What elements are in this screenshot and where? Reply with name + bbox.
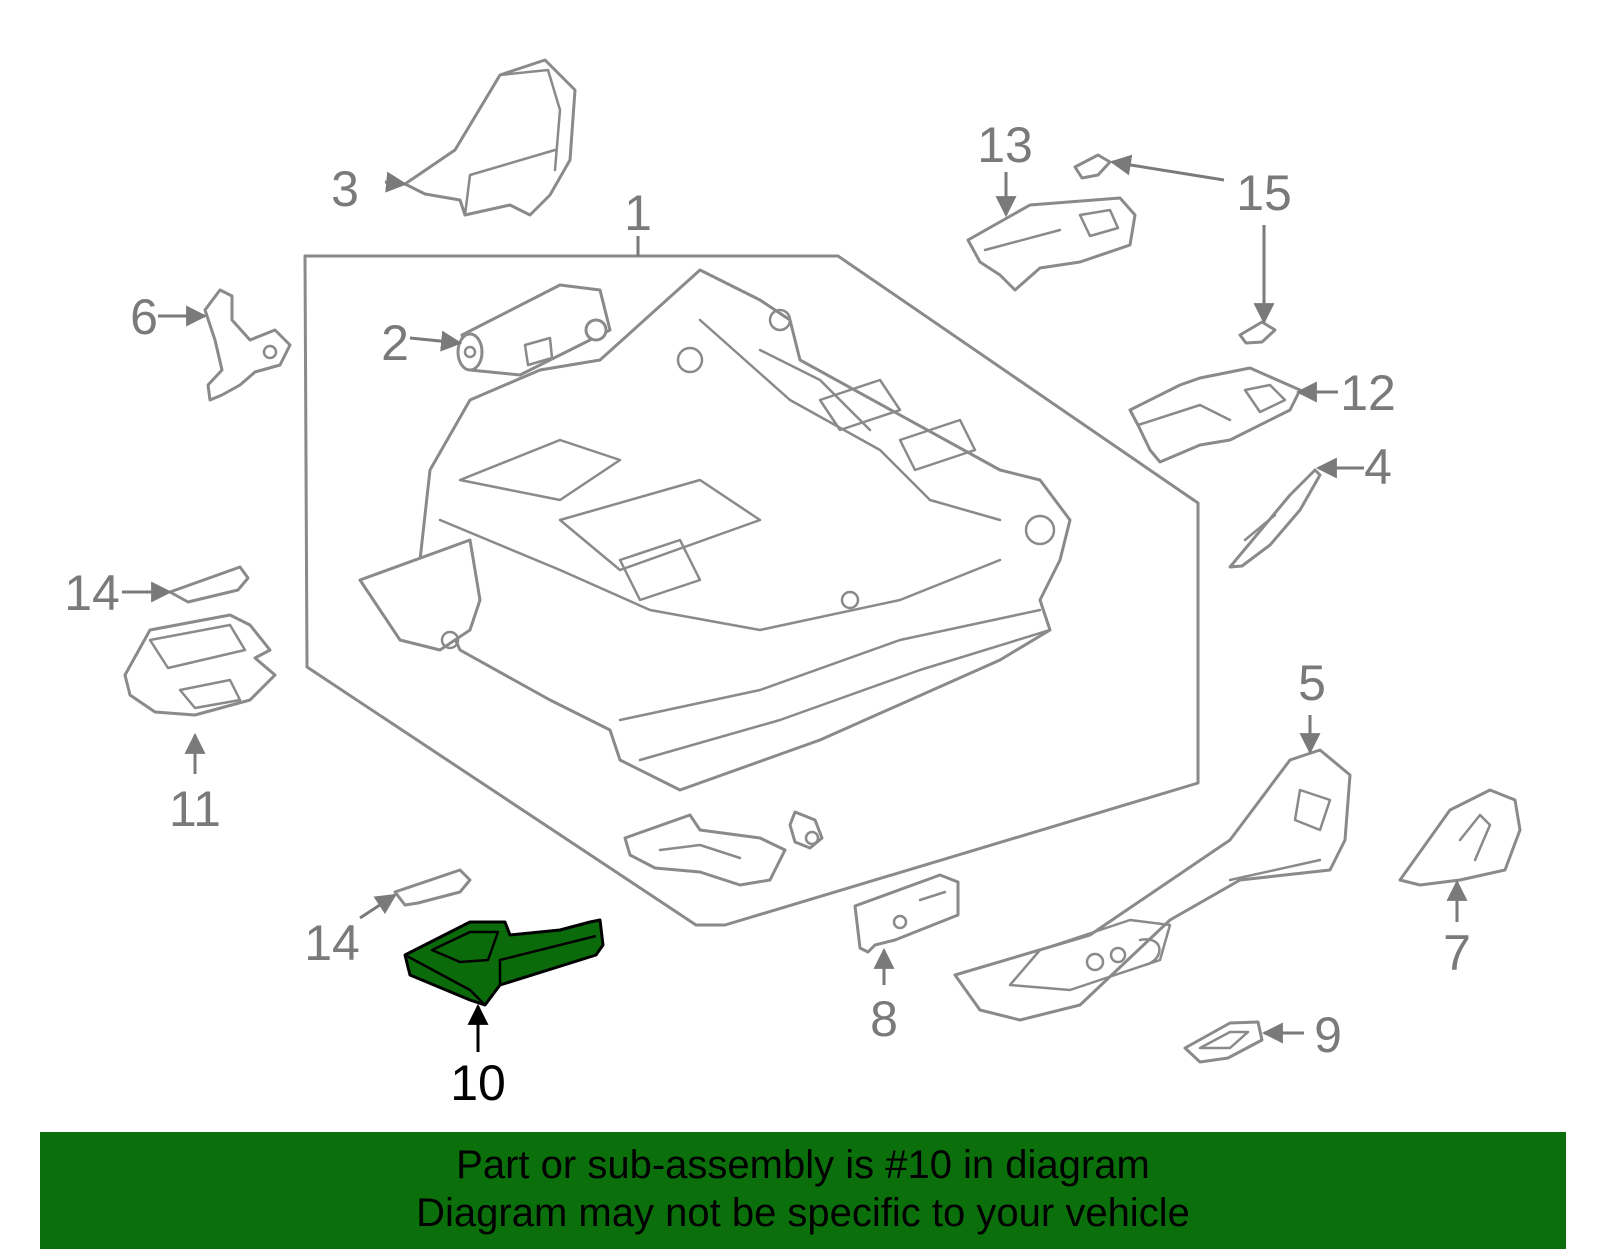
lower-bracket (623, 813, 787, 887)
callout-14-bottom: 14 (304, 915, 360, 971)
banner-line-2: Diagram may not be specific to your vehi… (416, 1191, 1190, 1235)
callout-6: 6 (130, 289, 158, 345)
cap-part-14-left (168, 565, 250, 604)
bracket-part-8 (853, 873, 960, 954)
callout-9: 9 (1314, 1007, 1342, 1063)
callout-11: 11 (169, 781, 221, 837)
bracket-part-4 (1228, 468, 1322, 569)
cover-part-7 (1398, 788, 1522, 887)
cap-part-14-bottom (393, 868, 472, 907)
highlighted-part-10[interactable] (403, 918, 605, 1007)
callout-13: 13 (977, 117, 1033, 173)
callout-5: 5 (1298, 655, 1326, 711)
callout-4: 4 (1364, 439, 1392, 495)
leader-lines (122, 154, 1468, 1052)
bolt (788, 810, 824, 850)
callout-3: 3 (331, 161, 359, 217)
info-banner: Part or sub-assembly is #10 in diagram D… (40, 1132, 1566, 1249)
clip-part-15-top (1073, 153, 1112, 180)
banner-line-1: Part or sub-assembly is #10 in diagram (456, 1143, 1150, 1187)
callout-2: 2 (381, 315, 409, 371)
housing-part-13 (966, 196, 1137, 292)
callout-12: 12 (1340, 365, 1396, 421)
housing-part-11 (123, 613, 277, 717)
trim-part-9 (1183, 1020, 1264, 1064)
motor-part-2 (456, 283, 612, 377)
callout-8: 8 (870, 991, 898, 1047)
hinge-part-6 (203, 288, 292, 402)
housing-part-12 (1128, 366, 1302, 464)
callout-7: 7 (1443, 925, 1471, 981)
callout-1: 1 (624, 185, 652, 241)
assembly-outline (303, 236, 1200, 927)
shield-part-5 (953, 748, 1352, 1022)
callout-15: 15 (1236, 165, 1292, 221)
seat-frame-part-1 (358, 268, 1072, 792)
clip-part-15-lower (1238, 320, 1277, 345)
callout-labels: 1 2 3 4 5 6 7 8 9 10 11 12 13 14 14 15 (64, 117, 1471, 1111)
callout-10: 10 (450, 1055, 506, 1111)
cover-part-3 (403, 58, 577, 217)
callout-14-left: 14 (64, 565, 120, 621)
